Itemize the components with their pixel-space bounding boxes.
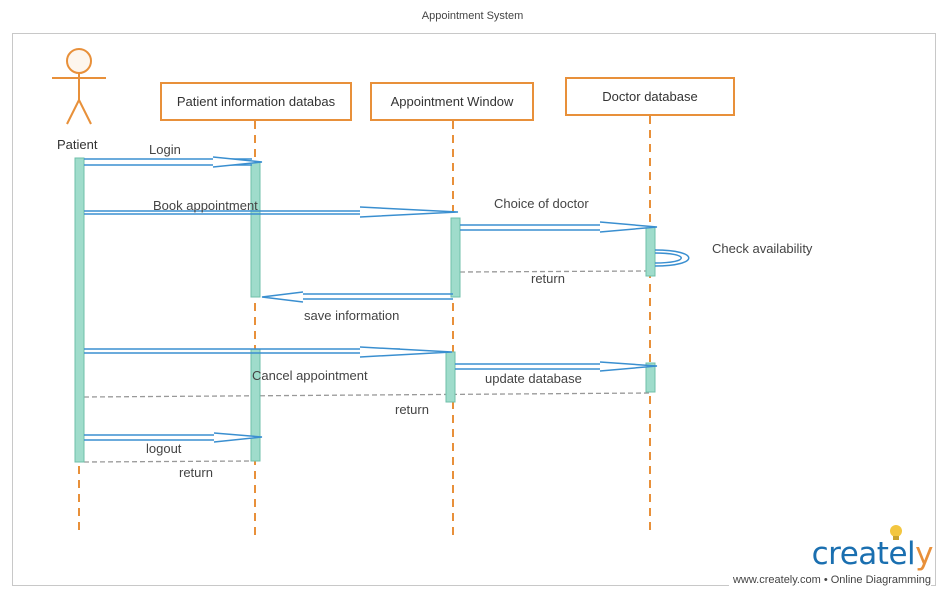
activation-doctor-db-1 (645, 226, 656, 277)
creately-logo: creately (811, 536, 934, 572)
save-information-arrow (261, 291, 453, 303)
return-messages (83, 270, 651, 463)
footer-credit: www.creately.com • Online Diagramming (728, 574, 931, 586)
message-label-logout: logout (146, 441, 182, 456)
activation-appointment-window-2 (445, 351, 456, 403)
diagram-frame (12, 33, 936, 586)
lifeline-dashes (78, 116, 651, 535)
diagram-title: Appointment System (421, 10, 524, 22)
message-label-book-appointment: Book appointment (153, 198, 258, 213)
message-label-login: Login (149, 142, 181, 157)
activation-patient (74, 157, 85, 463)
book-appointment-arrow (84, 206, 459, 218)
message-label-update-database: update database (485, 371, 582, 386)
lightbulb-icon (890, 525, 902, 540)
return-arrow-1 (459, 270, 647, 273)
lifeline-header-label: Doctor database (602, 89, 698, 104)
message-label-choice-of-doctor: Choice of doctor (494, 196, 589, 211)
activation-doctor-db-2 (645, 362, 656, 393)
message-label-save-information: save information (304, 308, 400, 323)
lifeline-header-label: Appointment Window (390, 94, 514, 109)
cancel-appointment-arrow (84, 346, 453, 358)
actor-label: Patient (57, 137, 98, 152)
logo-text-main: createl (811, 536, 916, 572)
message-label-return-1: return (531, 271, 565, 286)
return-arrow-2 (83, 392, 651, 398)
lifeline-header-label: Patient information databas (176, 94, 336, 109)
lifeline-header-appointment-window: Appointment Window (370, 82, 534, 121)
logo-text-end: y (915, 536, 933, 572)
return-arrow-3 (83, 460, 252, 463)
logout-arrow (84, 432, 263, 443)
choice-of-doctor-arrow (460, 221, 658, 233)
patient-actor-icon (52, 48, 106, 125)
call-messages (84, 156, 690, 443)
update-database-arrow (455, 361, 658, 372)
activation-patient-db-1 (250, 161, 261, 298)
activation-appointment-window-1 (450, 217, 461, 298)
activation-bars (74, 157, 656, 463)
message-label-return-3: return (179, 465, 213, 480)
lifeline-header-doctor-db: Doctor database (565, 77, 735, 116)
message-label-cancel-appointment: Cancel appointment (252, 368, 368, 383)
message-label-return-2: return (395, 402, 429, 417)
login-arrow (84, 156, 263, 168)
message-label-check-availability: Check availability (712, 241, 813, 256)
activation-patient-db-2 (250, 348, 261, 462)
check-availability-self-arrow (654, 249, 690, 267)
lifeline-header-patient-db: Patient information databas (160, 82, 352, 121)
